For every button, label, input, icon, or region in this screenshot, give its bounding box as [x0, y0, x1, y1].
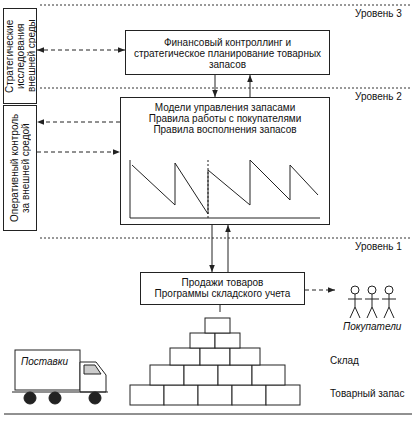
stock-block — [252, 365, 285, 385]
ground-line — [4, 414, 412, 415]
stock-block — [230, 348, 260, 365]
level-line — [40, 5, 412, 6]
box-label: Правила восполнения запасов — [153, 124, 296, 135]
box-label: Финансовый контроллинг и стратегическое … — [132, 37, 323, 70]
control-box: Оперативный контроль за внешней средой — [3, 105, 37, 231]
stock-block — [200, 348, 230, 365]
warehouse-label: Склад — [330, 355, 359, 366]
stock-block — [198, 385, 232, 405]
box-label: Продажи товаров — [182, 277, 264, 288]
stock-block — [130, 385, 164, 405]
figure-body — [365, 294, 379, 318]
level-label: Уровень 2 — [355, 91, 402, 102]
side-label: Стратегические исследования внешней сред… — [4, 11, 37, 101]
flow-arrow — [37, 50, 125, 51]
flow-arrow — [305, 290, 335, 291]
level-label: Уровень 3 — [355, 8, 402, 19]
sawtooth-line — [132, 160, 318, 214]
stock-block — [218, 365, 252, 385]
stock-block — [190, 333, 215, 348]
stock-block — [215, 333, 240, 348]
level-line — [40, 88, 412, 89]
box-label: Программы складского учета — [155, 288, 291, 299]
figure-head — [351, 286, 359, 294]
level-separators — [40, 5, 412, 238]
stock-block — [150, 365, 184, 385]
figure-body — [382, 294, 396, 318]
figure-head — [385, 286, 393, 294]
stock-block — [205, 318, 230, 333]
customer-figures — [348, 286, 396, 318]
reorder-mark — [208, 160, 209, 218]
truck-window — [84, 365, 101, 374]
flow-arrow — [212, 225, 213, 272]
flow-arrow — [228, 225, 229, 272]
customers-node: Покупатели — [335, 283, 410, 333]
stock-block — [170, 348, 200, 365]
flow-arrow — [37, 152, 120, 153]
research-box: Стратегические исследования внешней сред… — [3, 8, 37, 104]
figure-head — [368, 286, 376, 294]
box-label: Модели управления запасами — [155, 102, 296, 113]
warehouse-node: СкладТоварный запас — [130, 312, 400, 407]
stock-pyramid — [130, 318, 300, 405]
stock-block — [164, 385, 198, 405]
truck-wheel — [24, 392, 36, 404]
truck-wheel — [49, 392, 61, 404]
side-label: Оперативный контроль за внешней средой — [9, 108, 31, 228]
stock-block — [266, 385, 300, 405]
level-line — [40, 238, 412, 239]
chart-axes — [130, 160, 320, 218]
truck-wheel — [89, 392, 101, 404]
sales-box: Продажи товаровПрограммы складского учет… — [140, 272, 305, 305]
truck-node: Поставки — [15, 350, 80, 390]
level-label: Уровень 1 — [355, 241, 402, 252]
flow-arrow — [250, 75, 251, 97]
actor-label: Покупатели — [343, 321, 401, 332]
flow-arrow — [37, 122, 120, 123]
truck-cargo — [15, 350, 80, 390]
stock-chart — [130, 160, 320, 218]
stock-block — [184, 365, 218, 385]
planning-box: Финансовый контроллинг и стратегическое … — [125, 30, 330, 75]
warehouse-label: Товарный запас — [330, 388, 404, 399]
flow-arrow — [220, 305, 221, 312]
model-box: Модели управления запасамиПравила работы… — [120, 97, 330, 225]
box-label: Правила работы с покупателями — [149, 113, 302, 124]
figure-body — [348, 294, 362, 318]
truck-label: Поставки — [21, 356, 68, 367]
truck-illustration — [12, 350, 108, 404]
truck-cab — [80, 362, 106, 392]
flow-arrow — [215, 75, 216, 97]
stock-block — [232, 385, 266, 405]
